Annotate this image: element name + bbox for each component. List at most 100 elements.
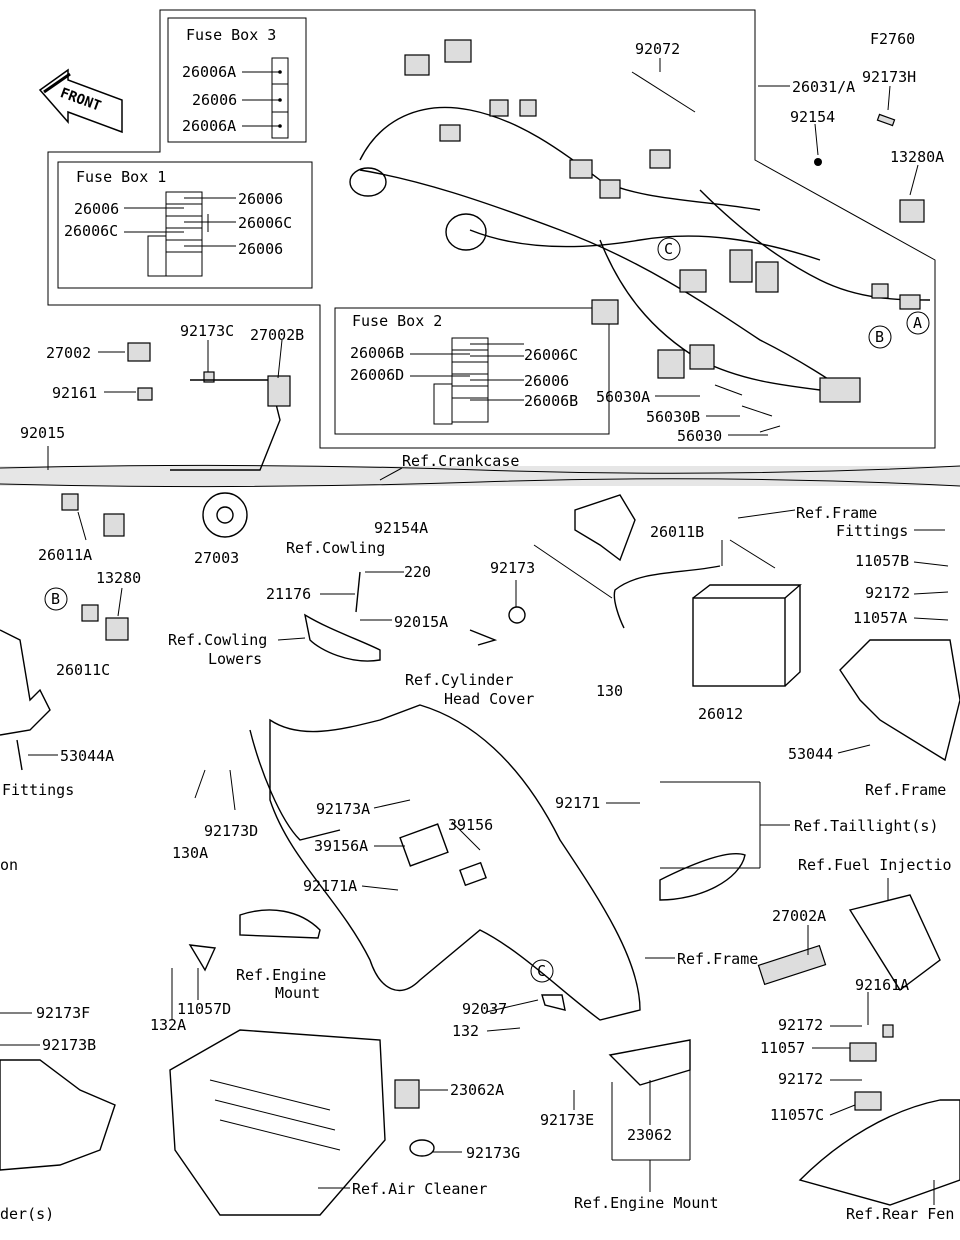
callout-a: A: [906, 311, 930, 335]
callout-c-upper: C: [657, 237, 681, 261]
fuse-box-1-title: Fuse Box 1: [76, 168, 166, 186]
fuse-box-2-label-3: 26006D: [350, 366, 404, 384]
part-label-11057c: 11057C: [770, 1106, 824, 1124]
part-label-27002b: 27002B: [250, 326, 304, 344]
ref-label-cowling: Ref.Cowling: [286, 539, 385, 557]
fuse-box-1-label-5: 26006: [238, 240, 283, 258]
ref-label-taillights: Ref.Taillight(s): [794, 817, 939, 835]
part-label-92015a: 92015A: [394, 613, 448, 631]
ref-label-on: on: [0, 856, 18, 874]
part-label-56030b: 56030B: [646, 408, 700, 426]
part-label-56030a: 56030A: [596, 388, 650, 406]
main-harness-sketch: [349, 39, 931, 433]
fuse-box-2-label-5: 26006B: [524, 392, 578, 410]
fuse-box-3: Fuse Box 3 26006A 26006 26006A: [167, 17, 307, 143]
svg-text:B: B: [875, 328, 884, 346]
part-label-13280a: 13280A: [890, 148, 944, 166]
fuse-box-2-label-2: 26006C: [524, 346, 578, 364]
fuse-box-3-label-2: 26006: [192, 91, 237, 109]
battery-icon: [692, 584, 802, 687]
part-label-26012: 26012: [698, 705, 743, 723]
lower-parts-sketch: [0, 342, 960, 1216]
part-label-11057d: 11057D: [177, 1000, 231, 1018]
part-label-92173h: 92173H: [862, 68, 916, 86]
part-label-39156: 39156: [448, 816, 493, 834]
ref-label-ders: der(s): [0, 1205, 54, 1223]
svg-text:A: A: [913, 314, 922, 332]
ref-label-frame-right: Ref.Frame: [865, 781, 946, 799]
part-label-92173a: 92173A: [316, 800, 370, 818]
section-separator: [0, 466, 960, 486]
part-label-26011a: 26011A: [38, 546, 92, 564]
harness-group-frame: [47, 9, 936, 449]
part-label-23062a: 23062A: [450, 1081, 504, 1099]
part-label-92173d: 92173D: [204, 822, 258, 840]
ref-label-cylinder: Ref.Cylinder: [405, 671, 513, 689]
part-label-27002a: 27002A: [772, 907, 826, 925]
part-label-56030: 56030: [677, 427, 722, 445]
fuse-box-2-label-1: 26006B: [350, 344, 404, 362]
ref-label-crankcase: Ref.Crankcase: [402, 452, 519, 470]
ref-label-engine-mount-bottom: Ref.Engine Mount: [574, 1194, 719, 1212]
part-label-92173c: 92173C: [180, 322, 234, 340]
part-labels: 92072 26031/A 92173H 92154 13280A 56030A…: [0, 40, 954, 1223]
ref-label-engine: Ref.Engine: [236, 966, 326, 984]
part-label-92154a: 92154A: [374, 519, 428, 537]
ref-label-frame-fittings-top: Ref.Frame: [796, 504, 877, 522]
fuse-box-3-label-3: 26006A: [182, 117, 236, 135]
ref-label-fuel-injection: Ref.Fuel Injectio: [798, 856, 952, 874]
ref-label-frame-center: Ref.Frame: [677, 950, 758, 968]
part-label-53044: 53044: [788, 745, 833, 763]
ref-label-rear-fender: Ref.Rear Fen: [846, 1205, 954, 1223]
fuse-box-2: Fuse Box 2 26006B 26006C 26006D 26006 26…: [334, 307, 610, 435]
fuse-box-3-title: Fuse Box 3: [186, 26, 276, 44]
fuse-box-1-label-4: 26006C: [64, 222, 118, 240]
part-label-92173: 92173: [490, 559, 535, 577]
ref-label-air-cleaner: Ref.Air Cleaner: [352, 1180, 487, 1198]
ref-label-fittings-top: Fittings: [836, 522, 908, 540]
callout-c-lower: C: [530, 959, 554, 983]
ref-label-fittings-left: Fittings: [2, 781, 74, 799]
part-label-130: 130: [596, 682, 623, 700]
part-label-92172-mid: 92172: [778, 1016, 823, 1034]
fuse-box-2-label-4: 26006: [524, 372, 569, 390]
part-label-92173e: 92173E: [540, 1111, 594, 1129]
ref-label-head-cover: Head Cover: [444, 690, 534, 708]
part-label-130a: 130A: [172, 844, 208, 862]
part-label-11057a: 11057A: [853, 609, 907, 627]
leader-lines: [0, 58, 949, 1205]
part-label-26011b: 26011B: [650, 523, 704, 541]
part-label-26031-a: 26031/A: [792, 78, 855, 96]
part-label-92037: 92037: [462, 1000, 507, 1018]
part-label-92161: 92161: [52, 384, 97, 402]
part-label-92172-top: 92172: [865, 584, 910, 602]
svg-text:C: C: [664, 240, 673, 258]
part-label-92172-bottom: 92172: [778, 1070, 823, 1088]
fuse-box-1-label-2: 26006: [74, 200, 119, 218]
part-label-92015: 92015: [20, 424, 65, 442]
callout-b-upper: B: [868, 325, 892, 349]
part-label-92161a: 92161A: [855, 976, 909, 994]
fuse-box-2-title: Fuse Box 2: [352, 312, 442, 330]
part-label-13280: 13280: [96, 569, 141, 587]
part-label-11057b: 11057B: [855, 552, 909, 570]
callout-b-lower: B: [44, 587, 68, 611]
part-label-92154: 92154: [790, 108, 835, 126]
part-label-132: 132: [452, 1022, 479, 1040]
svg-text:C: C: [537, 962, 546, 980]
fuse-box-1-label-3: 26006C: [238, 214, 292, 232]
fuse-box-1-label-1: 26006: [238, 190, 283, 208]
part-label-92171a: 92171A: [303, 877, 357, 895]
part-label-39156a: 39156A: [314, 837, 368, 855]
part-label-92173b: 92173B: [42, 1036, 96, 1054]
svg-text:B: B: [51, 590, 60, 608]
part-label-132a: 132A: [150, 1016, 186, 1034]
part-label-92173f: 92173F: [36, 1004, 90, 1022]
ref-label-cowling-lowers: Ref.Cowling: [168, 631, 267, 649]
part-label-53044a: 53044A: [60, 747, 114, 765]
part-label-27002: 27002: [46, 344, 91, 362]
part-label-26011c: 26011C: [56, 661, 110, 679]
part-label-21176: 21176: [266, 585, 311, 603]
